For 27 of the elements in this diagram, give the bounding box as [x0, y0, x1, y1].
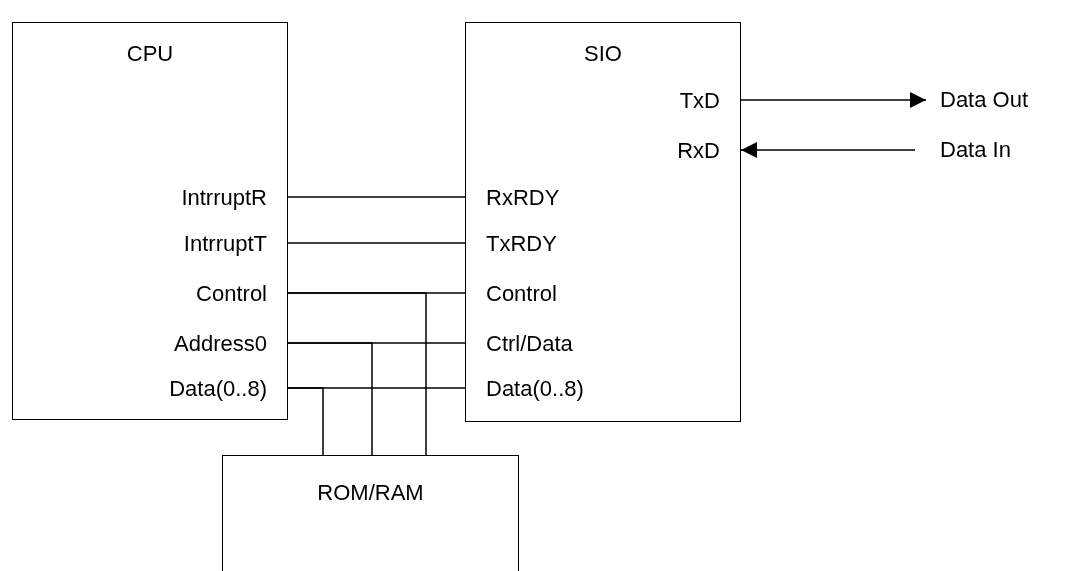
arrow — [740, 142, 916, 158]
signal-label: Data Out — [940, 85, 1070, 115]
pin-label: Control — [466, 279, 636, 309]
signal-line — [287, 292, 427, 456]
signal-line — [287, 342, 373, 456]
pin-label: Address0 — [121, 329, 289, 359]
signal-label: Data In — [940, 135, 1070, 165]
signal-line — [287, 196, 466, 198]
pin-label: Ctrl/Data — [466, 329, 636, 359]
block-label: ROM/RAM — [316, 480, 425, 506]
pin-label: TxD — [601, 86, 742, 116]
pin-label: IntrruptR — [121, 183, 289, 213]
pin-label: IntrruptT — [121, 229, 289, 259]
pin-label: RxRDY — [466, 183, 636, 213]
component-block — [12, 22, 288, 420]
block-label: SIO — [583, 41, 623, 67]
pin-label: RxD — [601, 136, 742, 166]
signal-line — [287, 387, 324, 456]
pin-label: Data(0..8) — [121, 374, 289, 404]
component-block — [222, 455, 519, 571]
block-label: CPU — [125, 41, 175, 67]
signal-line — [287, 242, 466, 244]
pin-label: TxRDY — [466, 229, 636, 259]
pin-label: Control — [121, 279, 289, 309]
pin-label: Data(0..8) — [466, 374, 636, 404]
arrow — [740, 92, 927, 108]
component-block — [465, 22, 741, 422]
